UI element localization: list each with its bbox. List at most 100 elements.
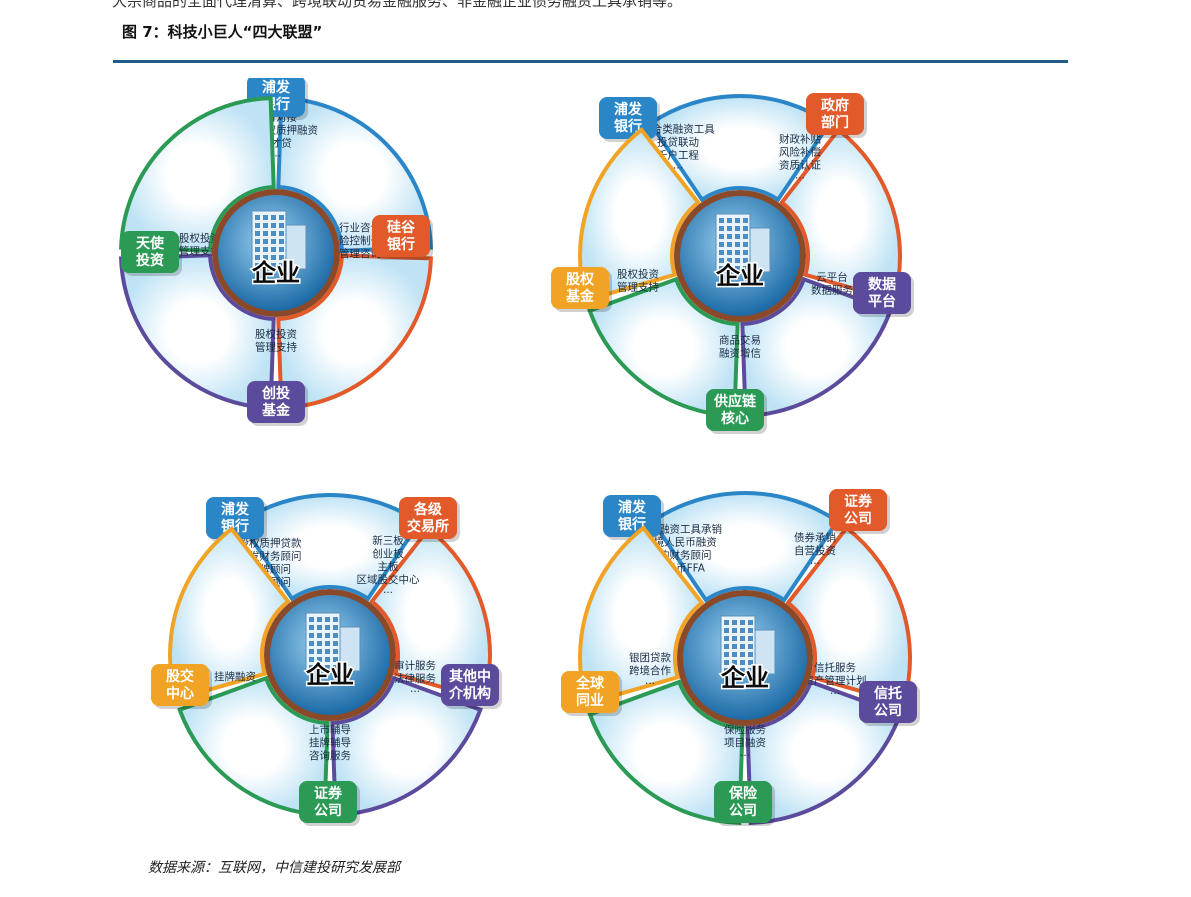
badge-box bbox=[603, 495, 661, 537]
building-icon bbox=[251, 210, 307, 270]
segment-text: 股权投资 bbox=[255, 328, 297, 341]
badge-box bbox=[714, 781, 772, 823]
badge-label: 核心 bbox=[721, 410, 749, 427]
segment-text: ··· bbox=[271, 151, 281, 163]
badge-label: 各级 bbox=[413, 501, 443, 518]
badge-label: 政府 bbox=[821, 97, 849, 114]
badge-label: 中心 bbox=[166, 685, 194, 702]
badge-label: 证券 bbox=[844, 493, 873, 510]
segment-text: 千户工程 bbox=[657, 149, 699, 162]
segment-text: 跨境人民币融资 bbox=[643, 536, 717, 549]
segment-text: 债券承销 bbox=[794, 531, 836, 544]
badge-label: 银行 bbox=[387, 236, 415, 253]
badge-box bbox=[121, 231, 179, 273]
badge-label: 基金 bbox=[566, 288, 595, 305]
alliance-wheel-1: 项目对接知识产权质押融资人才贷···浦发银行行业咨询风险控制咨询管理咨询硅谷银行… bbox=[119, 78, 433, 426]
segment-text: 商品交易 bbox=[719, 334, 761, 347]
segment-text: ··· bbox=[673, 163, 683, 175]
badge-box bbox=[151, 664, 209, 706]
building-icon bbox=[715, 213, 771, 273]
badge-label: 浦发 bbox=[262, 79, 291, 96]
enterprise-hub: 企业 bbox=[264, 589, 396, 721]
badge-box bbox=[829, 489, 887, 531]
badge-label: 交易所 bbox=[407, 518, 449, 535]
segment-text: 融资增信 bbox=[719, 347, 761, 360]
building-icon bbox=[720, 615, 776, 675]
segment-text: 管理支持 bbox=[617, 281, 659, 294]
segment-text: 信托服务 bbox=[814, 661, 856, 674]
segment-text: 云平台 bbox=[816, 271, 848, 284]
segment-shape bbox=[587, 679, 745, 825]
segment-text: 区域股交中心 bbox=[357, 573, 420, 586]
badge-label: 平台 bbox=[868, 293, 896, 310]
badge-label: 证券 bbox=[314, 785, 343, 802]
badge-label: 部门 bbox=[821, 114, 849, 131]
segment-text: 股权投资 bbox=[179, 232, 221, 245]
badge-label: 供应链 bbox=[713, 393, 757, 410]
alliance-segment: 股权质押贷款增发财务顾问挂牌顾问上市顾问浦发银行 bbox=[206, 493, 423, 602]
badge-label: 银行 bbox=[614, 118, 642, 135]
intro-text-line: 大宗商品的全面代理清算、跨境联动贸易金融服务、非金融企业债务融资工具承销等。 bbox=[112, 0, 683, 10]
segment-shape bbox=[168, 526, 291, 702]
badge-label: 股交 bbox=[166, 668, 194, 685]
segment-text: ··· bbox=[795, 173, 805, 185]
badge-label: 银行 bbox=[618, 516, 646, 533]
badge-box bbox=[853, 272, 911, 314]
segment-text: 咨询服务 bbox=[309, 749, 351, 762]
badge-box bbox=[561, 671, 619, 713]
segment-text: 财政补贴 bbox=[779, 133, 821, 146]
segment-text: 股权投资 bbox=[617, 268, 659, 281]
badge-label: 全球 bbox=[575, 675, 605, 692]
badge-box bbox=[372, 215, 430, 257]
segment-text: 银团贷款 bbox=[629, 651, 671, 664]
segment-text: 管理咨询 bbox=[339, 247, 381, 260]
badge-label: 其他中 bbox=[449, 668, 491, 685]
badge-label: 基金 bbox=[262, 402, 291, 419]
badge-label: 公司 bbox=[844, 511, 872, 527]
badge-label: 浦发 bbox=[618, 499, 647, 516]
segment-shape bbox=[578, 127, 701, 303]
segment-text: 法律服务 bbox=[394, 672, 436, 685]
segment-text: 主板 bbox=[378, 560, 399, 573]
segment-text: 跨境合作 bbox=[629, 664, 671, 677]
segment-text: 项目融资 bbox=[724, 737, 766, 749]
segment-text: 股权质押贷款 bbox=[239, 537, 302, 550]
badge-label: 硅谷 bbox=[387, 219, 416, 236]
segment-text: 挂牌辅导 bbox=[309, 736, 351, 749]
source-note: 数据来源：互联网，中信建投研究发展部 bbox=[148, 860, 400, 876]
center-label: 企业 bbox=[716, 262, 764, 290]
segment-text: ··· bbox=[810, 558, 820, 570]
badge-label: 公司 bbox=[729, 803, 757, 819]
center-label: 企业 bbox=[306, 661, 354, 689]
segment-text: 风险补偿 bbox=[779, 146, 821, 159]
badge-box bbox=[706, 389, 764, 431]
badge-label: 天使 bbox=[136, 235, 165, 252]
badge-label: 浦发 bbox=[614, 101, 643, 118]
partner-badge: 股交中心 bbox=[151, 664, 212, 709]
badge-box bbox=[399, 497, 457, 539]
alliance-wheel-3: 股权质押贷款增发财务顾问挂牌顾问上市顾问浦发银行新三板创业板主板区域股交中心··… bbox=[151, 493, 502, 826]
title-rule bbox=[113, 60, 1068, 63]
